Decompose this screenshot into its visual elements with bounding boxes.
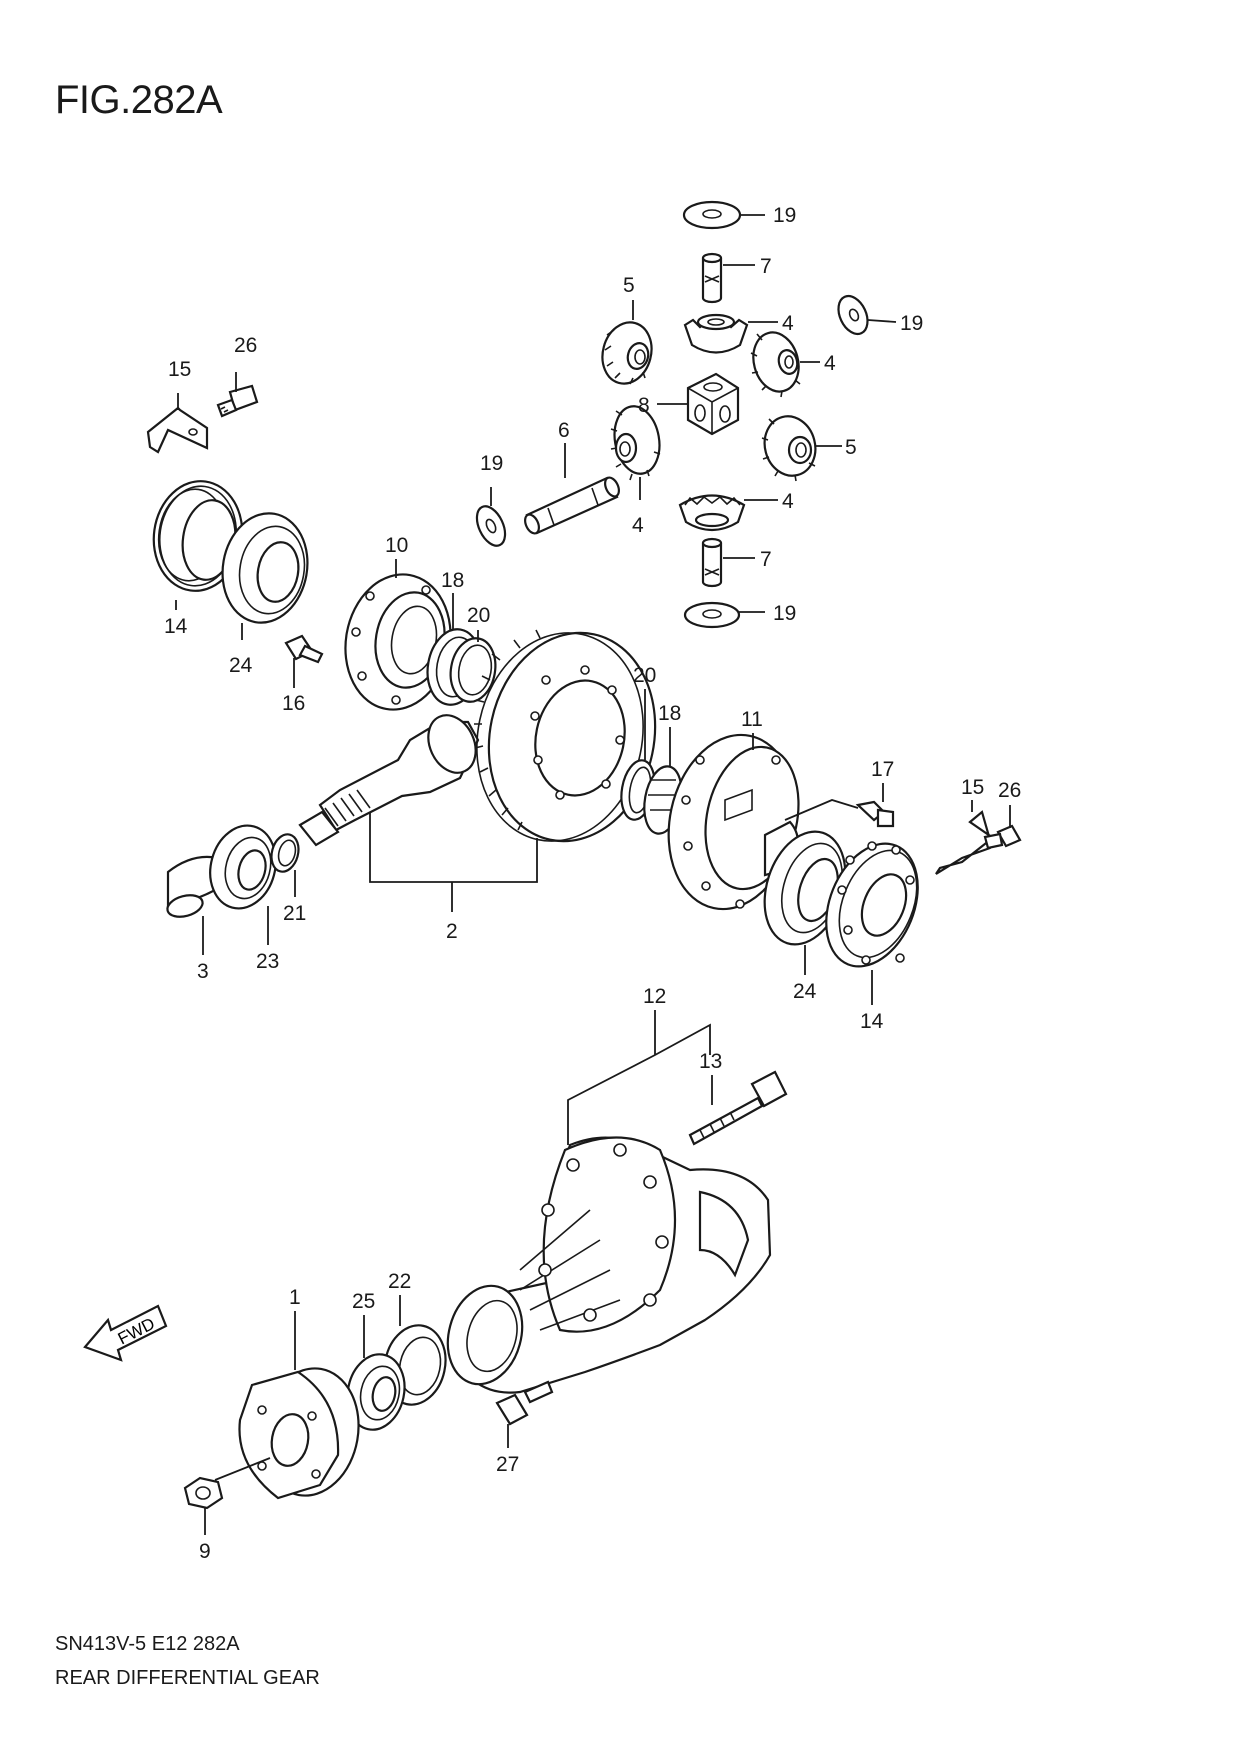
ring-gear-2: [474, 629, 657, 843]
callout-3: 3: [197, 960, 209, 983]
callout-14: 14: [164, 615, 188, 638]
callout-16: 16: [282, 692, 305, 715]
callout-20: 20: [467, 604, 490, 627]
nut-9: [183, 1457, 271, 1510]
drive-pinion-shaft-2: [298, 714, 480, 847]
callout-26: 26: [998, 779, 1021, 802]
side-gear-5-right: [761, 415, 817, 482]
callout-18: 18: [441, 569, 464, 592]
differential-case-block-8: [686, 372, 740, 436]
differential-housing-12: [446, 1136, 772, 1394]
callouts: 19 7 5 4 19 4 8 26 15 6 5 19 4 4 7 19 10…: [164, 204, 1021, 1563]
callout-20: 20: [633, 664, 656, 687]
callout-6: 6: [558, 419, 570, 442]
leader-lines: [175, 214, 1011, 1535]
spacer-21: [270, 833, 300, 873]
callout-19: 19: [773, 602, 796, 625]
callout-15: 15: [961, 776, 984, 799]
pinion-shaft-6: [524, 476, 620, 535]
callout-21: 21: [283, 902, 306, 925]
companion-flange-1: [238, 1367, 360, 1500]
callout-19: 19: [900, 312, 923, 335]
callout-7: 7: [760, 548, 772, 571]
pinion-gear-4-right: [750, 331, 801, 398]
callout-9: 9: [199, 1540, 211, 1563]
bearing-23: [209, 824, 277, 910]
figure-title: FIG.282A: [55, 78, 223, 122]
callout-27: 27: [496, 1453, 519, 1476]
callout-23: 23: [256, 950, 279, 973]
bolt-16: [284, 634, 324, 664]
pinion-gear-4-center: [610, 405, 661, 481]
bolt-13: [688, 1070, 788, 1146]
callout-13: 13: [699, 1050, 722, 1073]
callout-24: 24: [793, 980, 817, 1003]
callout-11: 11: [741, 708, 763, 731]
callout-22: 22: [388, 1270, 411, 1293]
callout-5: 5: [845, 436, 857, 459]
callout-15: 15: [168, 358, 191, 381]
footer: SN413V-5 E12 282A REAR DIFFERENTIAL GEAR: [55, 1627, 320, 1695]
callout-4: 4: [782, 312, 794, 335]
callout-8: 8: [638, 394, 650, 417]
differential-case-11: [667, 733, 800, 911]
callout-17: 17: [871, 758, 894, 781]
callout-4: 4: [782, 490, 794, 513]
pinion-gear-4-top: [683, 313, 749, 354]
thrust-washer-19-left: [475, 505, 507, 547]
bracket-15-left: [146, 406, 209, 454]
callout-12: 12: [643, 985, 666, 1008]
callout-2: 2: [446, 920, 458, 943]
callout-19: 19: [480, 452, 503, 475]
thrust-washer-19-top: [682, 200, 742, 230]
bolt-27: [495, 1380, 554, 1426]
callout-10: 10: [385, 534, 408, 557]
pinion-shaft-7-bottom: [701, 537, 723, 588]
callout-18: 18: [658, 702, 681, 725]
callout-14: 14: [860, 1010, 884, 1033]
thrust-washer-19-right: [837, 294, 869, 336]
callout-19: 19: [773, 204, 796, 227]
bolt-26-left: [216, 384, 259, 418]
callout-5: 5: [623, 274, 635, 297]
bolt-17: [784, 799, 895, 828]
callout-24: 24: [229, 654, 253, 677]
callout-26: 26: [234, 334, 257, 357]
bearing-24-left: [221, 512, 309, 624]
bearing-25: [346, 1353, 406, 1431]
callout-7: 7: [760, 255, 772, 278]
callout-25: 25: [352, 1290, 375, 1313]
callout-4: 4: [824, 352, 836, 375]
forward-direction-arrow-icon: FWD: [83, 1304, 168, 1362]
side-gear-5-left: [601, 321, 653, 385]
callout-1: 1: [289, 1286, 301, 1309]
oil-seal-14-right: [825, 841, 919, 968]
pinion-shaft-7-top: [701, 252, 723, 304]
diagram-caption: REAR DIFFERENTIAL GEAR: [55, 1667, 320, 1689]
diagram-code: SN413V-5 E12 282A: [55, 1633, 240, 1655]
bolt-26-right: [983, 824, 1022, 850]
thrust-washer-19-bottom: [683, 601, 741, 629]
pinion-gear-4-bottom: [678, 494, 746, 532]
callout-4: 4: [632, 514, 644, 537]
